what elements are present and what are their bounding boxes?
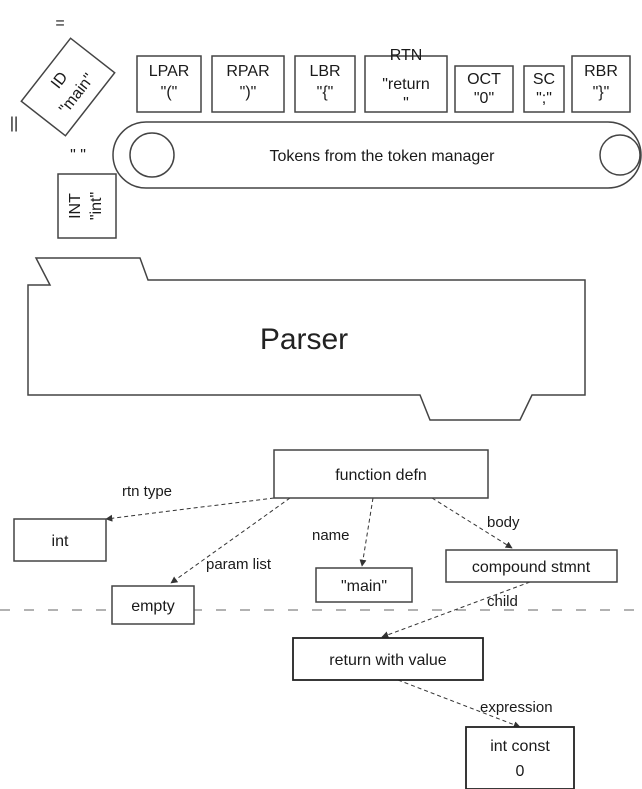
node-value: 0 bbox=[516, 763, 525, 780]
token-value: ";" bbox=[536, 90, 552, 107]
token-value: "{" bbox=[317, 84, 334, 101]
token-name: LPAR bbox=[149, 63, 190, 80]
edge-name bbox=[359, 497, 374, 567]
node-label: int const bbox=[490, 738, 550, 755]
token-name: RTN bbox=[390, 47, 423, 64]
token-lpar: LPAR "(" bbox=[136, 55, 202, 113]
token-int: INT "int" bbox=[57, 173, 117, 239]
node-label: empty bbox=[131, 598, 175, 615]
token-value: "int" bbox=[88, 192, 105, 220]
token-name: SC bbox=[533, 71, 555, 88]
motion-mark: " " bbox=[70, 147, 86, 164]
token-conveyor: Tokens from the token manager bbox=[112, 121, 642, 189]
token-value: "(" bbox=[161, 84, 178, 101]
node-main: "main" bbox=[315, 567, 413, 603]
node-int: int bbox=[13, 518, 107, 562]
node-label: compound stmnt bbox=[472, 559, 591, 576]
node-int-const: int const 0 bbox=[465, 726, 575, 789]
conveyor-label: Tokens from the token manager bbox=[269, 148, 495, 165]
motion-mark: || bbox=[10, 115, 18, 132]
token-name: OCT bbox=[467, 71, 501, 88]
token-name: RBR bbox=[584, 63, 618, 80]
token-oct: OCT "0" bbox=[454, 65, 514, 113]
token-name: ID bbox=[48, 69, 71, 92]
node-empty: empty bbox=[111, 585, 195, 625]
token-rbr: RBR "}" bbox=[571, 55, 631, 113]
token-id-tilted: ID "main" bbox=[20, 37, 116, 137]
token-name: INT bbox=[67, 193, 84, 219]
edge-child bbox=[381, 581, 531, 639]
edge-body bbox=[431, 497, 513, 549]
token-sc: SC ";" bbox=[523, 65, 565, 113]
node-function-defn: function defn bbox=[273, 449, 489, 499]
token-value: "0" bbox=[474, 90, 494, 107]
token-value-cont: " bbox=[403, 95, 409, 112]
node-label: int bbox=[52, 533, 69, 550]
node-label: function defn bbox=[335, 467, 427, 484]
edge-label-param-list: param list bbox=[206, 556, 272, 573]
token-value: "}" bbox=[593, 84, 610, 101]
conveyor-wheel-right bbox=[599, 134, 641, 176]
node-compound-stmnt: compound stmnt bbox=[445, 549, 618, 583]
edge-expression bbox=[397, 679, 521, 729]
token-value: ")" bbox=[240, 84, 257, 101]
edge-label-rtn-type: rtn type bbox=[122, 483, 172, 500]
token-value: "return bbox=[382, 76, 429, 93]
tree-edges bbox=[105, 497, 531, 729]
node-label: return with value bbox=[329, 652, 446, 669]
token-rtn: RTN "return " bbox=[364, 47, 448, 113]
parser-banner: Parser bbox=[27, 257, 586, 421]
node-label: "main" bbox=[341, 578, 387, 595]
token-lbr: LBR "{" bbox=[294, 55, 356, 113]
conveyor-wheel-left bbox=[129, 132, 175, 178]
edge-label-name: name bbox=[312, 527, 350, 544]
edge-label-body: body bbox=[487, 514, 520, 531]
token-name: LBR bbox=[309, 63, 340, 80]
edge-rtn-type bbox=[105, 497, 275, 522]
edge-label-expression: expression bbox=[480, 699, 553, 716]
edge-label-child: child bbox=[487, 593, 518, 610]
edge-param-list bbox=[170, 497, 291, 584]
token-name: RPAR bbox=[226, 63, 269, 80]
motion-mark: = bbox=[55, 15, 64, 32]
parser-label: Parser bbox=[260, 323, 348, 356]
token-rpar: RPAR ")" bbox=[211, 55, 285, 113]
node-return-with-value: return with value bbox=[292, 637, 484, 681]
